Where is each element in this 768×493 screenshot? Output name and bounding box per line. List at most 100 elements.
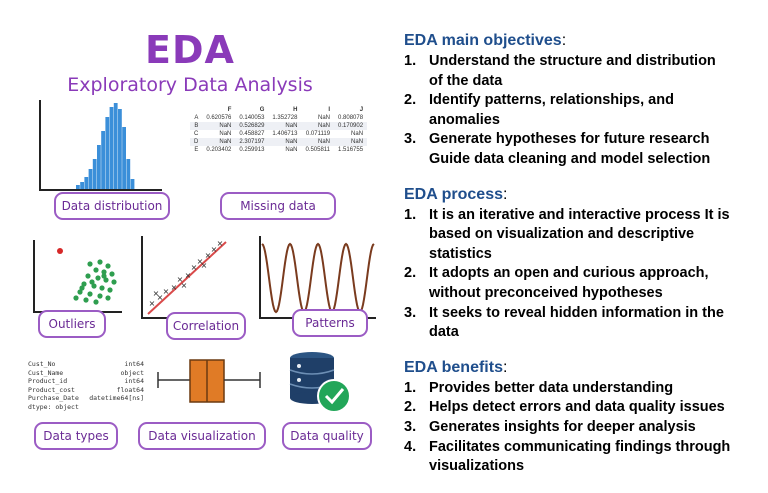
table-cell: 1.406713 [272, 131, 298, 137]
table-cell: 2.307197 [235, 138, 269, 146]
scatter-dot [101, 273, 107, 279]
section-list: 1.It is an iterative and interactive pro… [404, 206, 768, 343]
dtype-value: object [120, 368, 144, 377]
eda-infographic: EDA Exploratory Data Analysis Data distr… [28, 28, 376, 450]
label-outliers: Outliers [38, 310, 106, 338]
table-cell: NaN [334, 138, 368, 146]
correlation-mark: × [191, 263, 198, 272]
scatter-dot [79, 285, 85, 291]
scatter-dot [105, 295, 111, 301]
dtype-column-name: Product_id [28, 377, 68, 386]
histogram-illustration [39, 100, 162, 191]
scatter-dot [73, 295, 79, 301]
database-check-icon [289, 352, 351, 413]
list-item-text: Helps detect errors and data quality iss… [429, 399, 725, 416]
table-cell: NaN [268, 122, 302, 130]
list-item: 1.Understand the structure and distribut… [404, 53, 716, 89]
label-data-types: Data types [34, 422, 118, 450]
section-1: EDA process:1.It is an iterative and int… [404, 184, 768, 343]
section-title-text: EDA benefits [404, 358, 503, 376]
outliers-scatter-illustration [33, 240, 122, 313]
list-item-text: Generate hypotheses for future research … [429, 131, 711, 167]
section-title-text: EDA main objectives [404, 32, 562, 49]
list-item: 4.Facilitates communicating findings thr… [404, 438, 731, 475]
dtype-column-name: dtype: object [28, 402, 79, 411]
section-2: EDA benefits: 1.Provides better data unde… [404, 357, 768, 477]
label-correlation: Correlation [166, 312, 246, 340]
table-cell: 0.808078 [338, 115, 364, 121]
table-cell: NaN [301, 122, 335, 130]
scatter-dot [85, 273, 91, 279]
table-cell: 0.140053 [239, 115, 265, 121]
histogram-bar [80, 182, 84, 189]
list-item-text: It adopts an open and curious approach, … [429, 265, 709, 301]
dtype-value: float64 [116, 385, 144, 394]
correlation-mark: × [171, 283, 178, 292]
scatter-dot [95, 275, 101, 281]
table-header-cell: I [328, 107, 331, 113]
table-cell: B [190, 122, 203, 130]
dtype-value: int64 [124, 377, 144, 386]
patterns-wave-illustration [259, 236, 376, 319]
table-header-cell: F [227, 107, 232, 113]
section-list: 1.Understand the structure and distribut… [404, 52, 768, 170]
section-title: EDA main objectives: [404, 32, 567, 49]
eda-summary-text: EDA main objectives: 1.Understand the str… [404, 30, 768, 491]
histogram-bar [105, 117, 110, 189]
histogram-bar [130, 179, 135, 189]
table-header-cell: H [293, 107, 298, 113]
correlation-mark: × [201, 261, 208, 270]
list-item: 2.It adopts an open and curious approach… [404, 265, 709, 301]
table-cell: E [194, 147, 199, 153]
correlation-illustration: ×××××××××××××× [141, 236, 231, 319]
label-missing-data: Missing data [220, 192, 336, 220]
histogram-bar [122, 127, 126, 189]
table-cell: 1.516755 [338, 147, 364, 153]
table-cell: NaN [318, 115, 331, 121]
scatter-dot [89, 279, 95, 285]
correlation-mark: × [153, 289, 160, 298]
table-cell: NaN [219, 131, 232, 137]
correlation-mark: × [157, 293, 164, 302]
table-cell: 0.071119 [305, 131, 331, 137]
scatter-dot [109, 271, 115, 277]
label-data-distribution: Data distribution [54, 192, 170, 220]
scatter-dot [103, 277, 109, 283]
histogram-bar [101, 131, 105, 189]
table-header-cell: G [259, 107, 265, 113]
histogram-bar [76, 185, 80, 189]
label-patterns: Patterns [292, 309, 368, 337]
list-item: 1.It is an iterative and interactive pro… [404, 206, 730, 262]
correlation-mark: × [197, 257, 204, 266]
table-cell: NaN [285, 147, 298, 153]
list-item: 1.Provides better data understanding [404, 379, 674, 396]
table-cell: 0.526829 [235, 122, 269, 130]
dtype-value: datetime64[ns] [89, 394, 144, 403]
scatter-dot [83, 297, 89, 303]
label-data-quality: Data quality [282, 422, 372, 450]
table-header-cell: J [359, 107, 364, 113]
section-title: EDA benefits: [404, 358, 508, 376]
dtype-column-name: Purchase_Date [28, 394, 79, 403]
table-cell: C [194, 131, 199, 137]
scatter-dot [107, 287, 113, 293]
histogram-bar [84, 177, 89, 189]
table-cell: NaN [202, 138, 236, 146]
list-item-text: Generates insights for deeper analysis [429, 418, 696, 435]
dtype-row: Purchase_Date datetime64[ns] [28, 394, 144, 403]
outlier-dot [57, 248, 63, 254]
correlation-mark: × [211, 245, 218, 254]
correlation-mark: × [217, 239, 224, 248]
table-cell: NaN [202, 122, 236, 130]
scatter-dot [93, 299, 99, 305]
infographic-title: EDA [145, 28, 235, 72]
list-item-text: Provides better data understanding [429, 379, 674, 396]
table-header-cell [190, 106, 202, 114]
